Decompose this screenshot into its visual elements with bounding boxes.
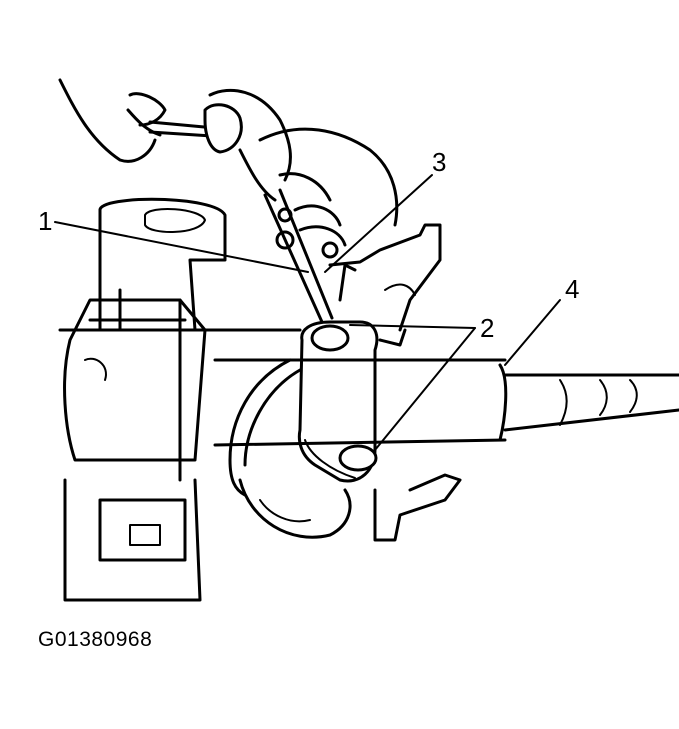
callout-3: 3	[432, 147, 446, 177]
punch-tool	[263, 188, 334, 324]
leader-line-2a	[349, 324, 476, 329]
lock-bracket	[328, 223, 442, 347]
callout-4: 4	[565, 274, 579, 304]
column-housing	[63, 288, 207, 482]
leader-line-1	[54, 221, 309, 273]
callout-1: 1	[38, 206, 52, 236]
column-tube	[58, 328, 679, 447]
leader-line-2b	[374, 327, 476, 451]
figure-id-label: G01380968	[38, 628, 153, 651]
leader-lines	[54, 174, 561, 451]
mounting-bracket	[63, 197, 227, 602]
clamp-bracket	[297, 320, 379, 483]
leader-line-3	[324, 174, 433, 273]
leader-line-4	[504, 299, 561, 366]
callout-2: 2	[480, 313, 494, 343]
punch-hand	[238, 127, 399, 259]
wire-harness	[228, 358, 462, 542]
hammer-hand	[58, 78, 292, 182]
